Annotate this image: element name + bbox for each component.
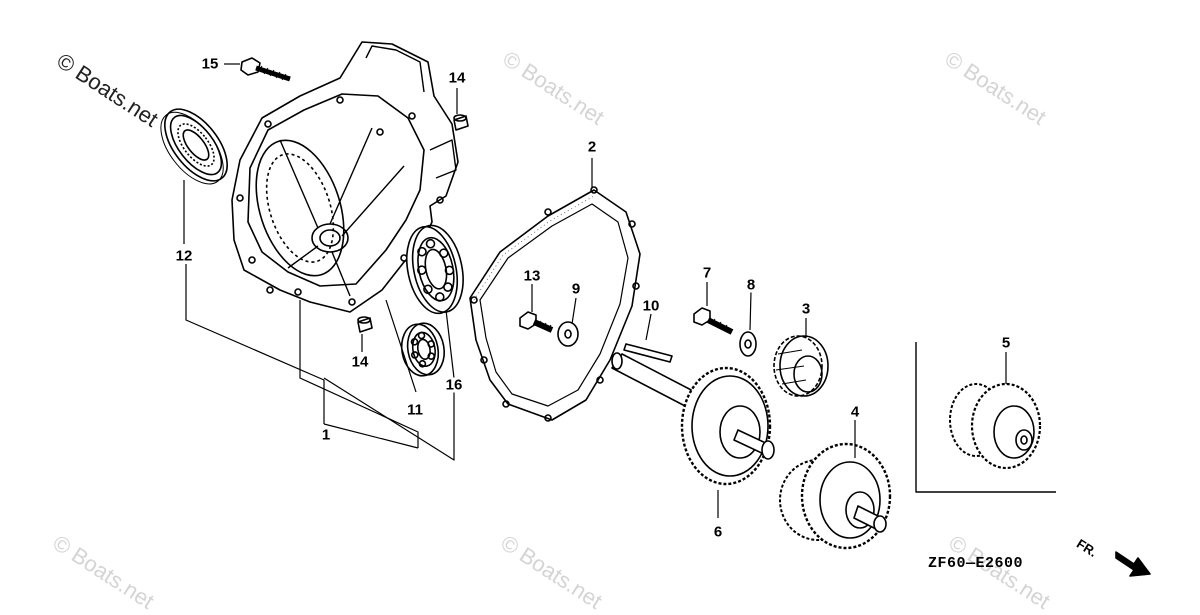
ball-bearing-part-11 bbox=[400, 322, 446, 377]
leader-lines bbox=[183, 63, 1007, 518]
callout-9[interactable]: 9 bbox=[570, 280, 582, 298]
gear-assembly-part-5 bbox=[915, 342, 1056, 493]
bolt-part-7 bbox=[693, 307, 734, 335]
dowel-pin-part-14-lower bbox=[357, 316, 373, 333]
callout-3[interactable]: 3 bbox=[800, 300, 812, 318]
callout-16[interactable]: 16 bbox=[444, 376, 464, 394]
callout-14-upper[interactable]: 14 bbox=[447, 69, 467, 87]
exploded-parts-diagram bbox=[160, 41, 1151, 577]
callout-6[interactable]: 6 bbox=[712, 523, 724, 541]
gasket-part-2 bbox=[469, 186, 641, 422]
shaft-gear-part-6 bbox=[611, 352, 775, 486]
callout-11[interactable]: 11 bbox=[406, 401, 424, 419]
diagram-code: ZF60—E2600 bbox=[928, 555, 1024, 572]
bolt-part-13 bbox=[519, 311, 554, 333]
callout-8[interactable]: 8 bbox=[745, 276, 757, 294]
callout-5[interactable]: 5 bbox=[1000, 334, 1012, 352]
oil-seal-part-12 bbox=[160, 108, 228, 185]
callout-10[interactable]: 10 bbox=[641, 297, 661, 315]
key-part-10 bbox=[623, 343, 673, 363]
dowel-pin-part-14-upper bbox=[453, 114, 469, 131]
callout-7[interactable]: 7 bbox=[701, 264, 713, 282]
front-direction-arrow bbox=[1115, 551, 1151, 577]
gear-case-part-1 bbox=[231, 41, 459, 313]
small-gear-part-3 bbox=[773, 335, 829, 397]
callout-15[interactable]: 15 bbox=[200, 55, 220, 73]
washer-part-9 bbox=[557, 321, 579, 347]
callout-12[interactable]: 12 bbox=[174, 247, 194, 265]
washer-part-8 bbox=[739, 331, 757, 357]
callout-4[interactable]: 4 bbox=[849, 403, 861, 421]
double-gear-part-4 bbox=[779, 442, 892, 550]
callout-2[interactable]: 2 bbox=[586, 138, 598, 156]
callout-13[interactable]: 13 bbox=[522, 267, 542, 285]
callout-14-lower[interactable]: 14 bbox=[350, 353, 370, 371]
bolt-part-15 bbox=[240, 57, 291, 82]
callout-1[interactable]: 1 bbox=[320, 426, 332, 444]
ball-bearing-part-16 bbox=[406, 224, 464, 315]
